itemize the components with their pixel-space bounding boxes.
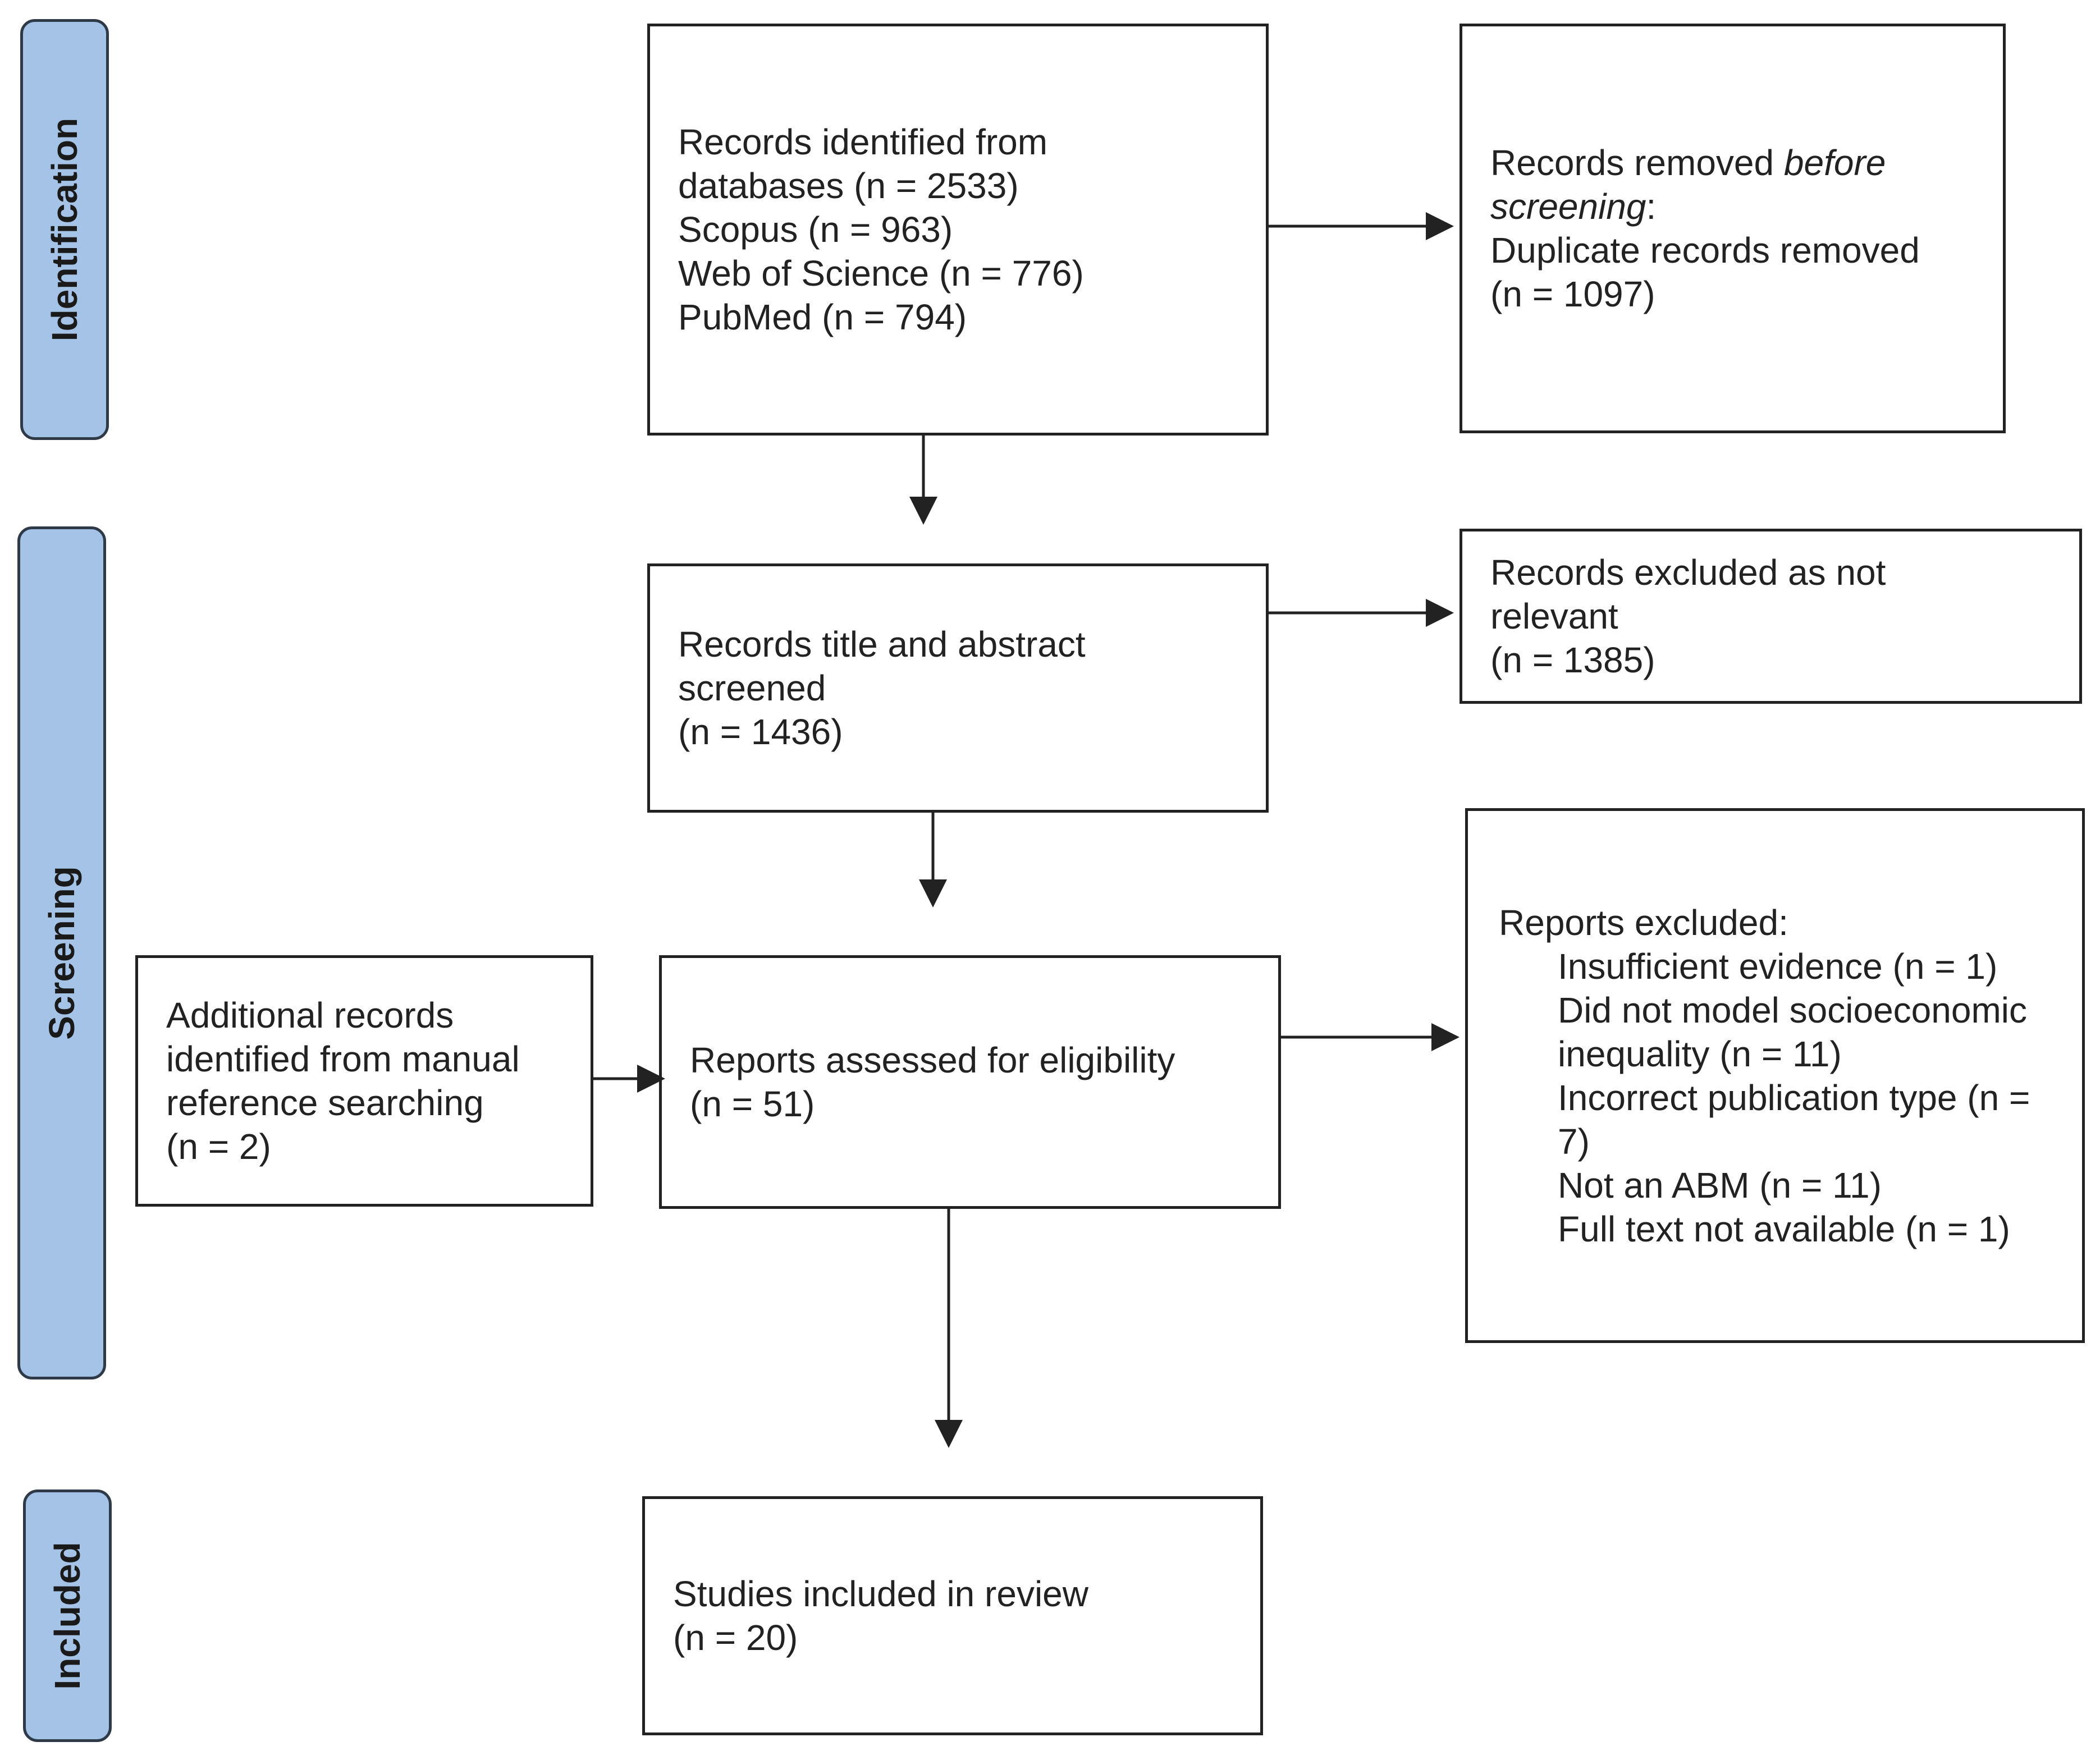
phase-identification: Identification [20,19,109,440]
reports-excluded-item: Insufficient evidence (n = 1) [1558,946,1998,987]
additional-records-box: Additional records identified from manua… [135,955,593,1207]
records-removed-prefix: Records removed [1490,143,1784,183]
studies-included-line1: Studies included in review [673,1574,1088,1614]
records-excluded-box: Records excluded as not relevant (n = 13… [1460,529,2082,704]
reports-excluded-box: Reports excluded: Insufficient evidence … [1465,808,2085,1343]
reports-assessed-box: Reports assessed for eligibility (n = 51… [659,955,1281,1209]
additional-records-line3: reference searching [166,1083,484,1123]
records-removed-heading: Records removed before [1490,141,1975,185]
records-removed-colon: : [1646,186,1657,227]
records-removed-count: (n = 1097) [1490,274,1655,314]
phase-screening-label: Screening [42,866,82,1040]
records-excluded-line1: Records excluded as not [1490,552,1886,593]
studies-included-box: Studies included in review (n = 20) [642,1496,1263,1735]
additional-records-line1: Additional records [166,995,454,1035]
reports-assessed-line1: Reports assessed for eligibility [690,1040,1175,1080]
phase-screening: Screening [17,526,106,1379]
records-screened-box: Records title and abstract screened (n =… [647,563,1269,813]
phase-included: Included [23,1489,112,1742]
records-identified-wos: Web of Science (n = 776) [678,253,1084,294]
records-identified-scopus: Scopus (n = 963) [678,209,953,250]
reports-excluded-item: Not an ABM (n = 11) [1558,1165,1882,1206]
records-screened-count: (n = 1436) [678,712,843,752]
records-removed-heading-2: screening: [1490,185,1975,228]
records-identified-line: Records identified from [678,122,1048,162]
records-removed-screening: screening [1490,186,1646,227]
records-removed-duplicates: Duplicate records removed [1490,230,1920,271]
records-identified-pubmed: PubMed (n = 794) [678,297,967,337]
phase-identification-label: Identification [44,117,85,342]
records-screened-line1: Records title and abstract [678,624,1086,664]
records-removed-before: before [1783,143,1886,183]
phase-included-label: Included [47,1542,88,1690]
records-excluded-count: (n = 1385) [1490,640,1655,680]
reports-excluded-heading: Reports excluded: [1499,902,1788,943]
records-excluded-line2: relevant [1490,596,1618,636]
additional-records-count: (n = 2) [166,1126,271,1167]
reports-excluded-item: Did not model socioeconomic inequality (… [1558,989,2027,1074]
reports-assessed-count: (n = 51) [690,1084,815,1124]
additional-records-line2: identified from manual [166,1039,520,1079]
records-screened-line2: screened [678,668,826,708]
records-identified-databases: databases (n = 2533) [678,166,1019,206]
records-identified-box: Records identified from databases (n = 2… [647,24,1269,436]
records-removed-box: Records removed before screening: Duplic… [1460,24,2006,433]
studies-included-count: (n = 20) [673,1617,798,1658]
reports-excluded-item: Full text not available (n = 1) [1558,1208,2010,1249]
reports-excluded-item: Incorrect publication type (n = 7) [1558,1077,2030,1162]
